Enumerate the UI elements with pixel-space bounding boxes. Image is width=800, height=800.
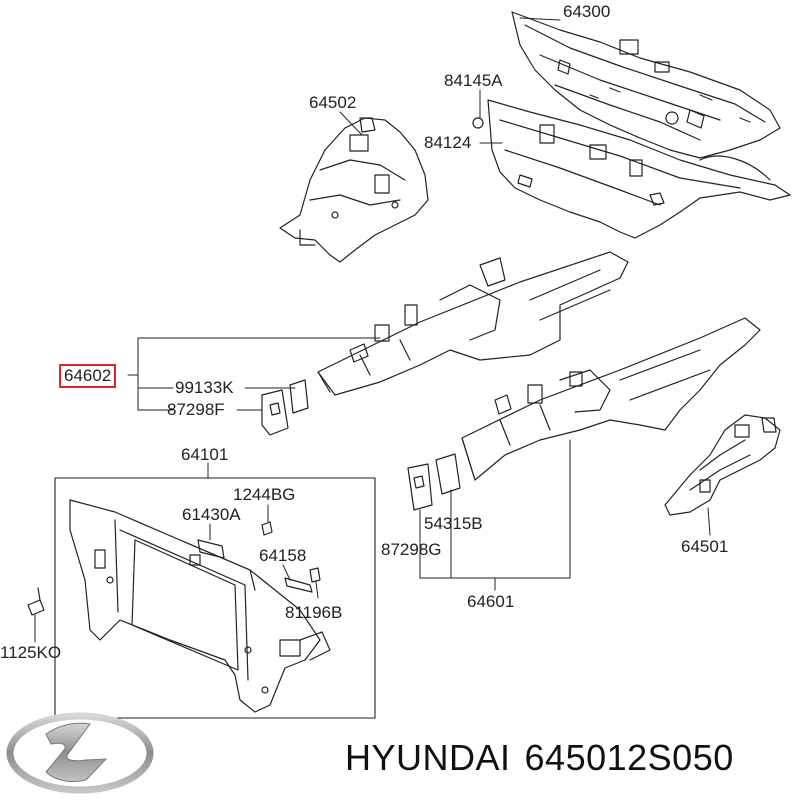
part-label-61430a[interactable]: 61430A bbox=[182, 505, 241, 524]
clip-81196b-part bbox=[309, 567, 321, 583]
grommet-part bbox=[472, 117, 484, 129]
side-member-lh-part bbox=[461, 317, 761, 481]
bolt-1125ko-part bbox=[27, 599, 45, 616]
brand-part-number-caption: HYUNDAI 645012S050 bbox=[345, 737, 748, 779]
bracket-plate-lh-part bbox=[407, 463, 433, 511]
leader-lines bbox=[34, 17, 711, 643]
front-end-carrier-part bbox=[69, 499, 331, 713]
bracket-64158-part bbox=[284, 577, 313, 593]
part-label-87298f[interactable]: 87298F bbox=[167, 400, 225, 419]
part-label-81196b[interactable]: 81196B bbox=[285, 603, 343, 622]
bracket-plate-part bbox=[261, 389, 289, 436]
carrier-group-box bbox=[54, 477, 376, 719]
part-label-99133k[interactable]: 99133K bbox=[175, 378, 234, 397]
brand-name: HYUNDAI bbox=[345, 737, 511, 778]
bracket-61430a-part bbox=[197, 539, 225, 559]
apron-upper-rh-part bbox=[664, 414, 781, 516]
part-label-64101[interactable]: 64101 bbox=[181, 445, 229, 464]
part-label-64502[interactable]: 64502 bbox=[309, 93, 357, 112]
part-label-84124[interactable]: 84124 bbox=[424, 133, 472, 152]
part-label-64602[interactable]: 64602 bbox=[59, 364, 117, 388]
hyundai-logo-icon bbox=[6, 712, 154, 794]
part-label-64601[interactable]: 64601 bbox=[467, 592, 515, 611]
part-label-1244bg[interactable]: 1244BG bbox=[233, 485, 296, 504]
part-label-64501[interactable]: 64501 bbox=[681, 537, 729, 556]
part-label-87298g[interactable]: 87298G bbox=[381, 540, 442, 559]
part-label-54315b[interactable]: 54315B bbox=[424, 514, 483, 533]
part-number: 645012S050 bbox=[524, 737, 734, 778]
bolt-1244bg-part bbox=[261, 521, 273, 536]
part-label-64300[interactable]: 64300 bbox=[563, 2, 611, 21]
reinforcement-bracket-lh-part bbox=[435, 453, 461, 495]
side-member-rh-part bbox=[317, 251, 629, 396]
part-label-84145a[interactable]: 84145A bbox=[444, 71, 503, 90]
dash-panel-upper-part bbox=[511, 11, 781, 159]
dash-panel-lower-part bbox=[487, 99, 791, 239]
part-label-64158[interactable]: 64158 bbox=[259, 546, 307, 565]
apron-upper-lh-part bbox=[279, 117, 429, 263]
part-label-1125ko[interactable]: 1125KO bbox=[0, 643, 62, 662]
reinforcement-bracket-part bbox=[289, 379, 309, 414]
